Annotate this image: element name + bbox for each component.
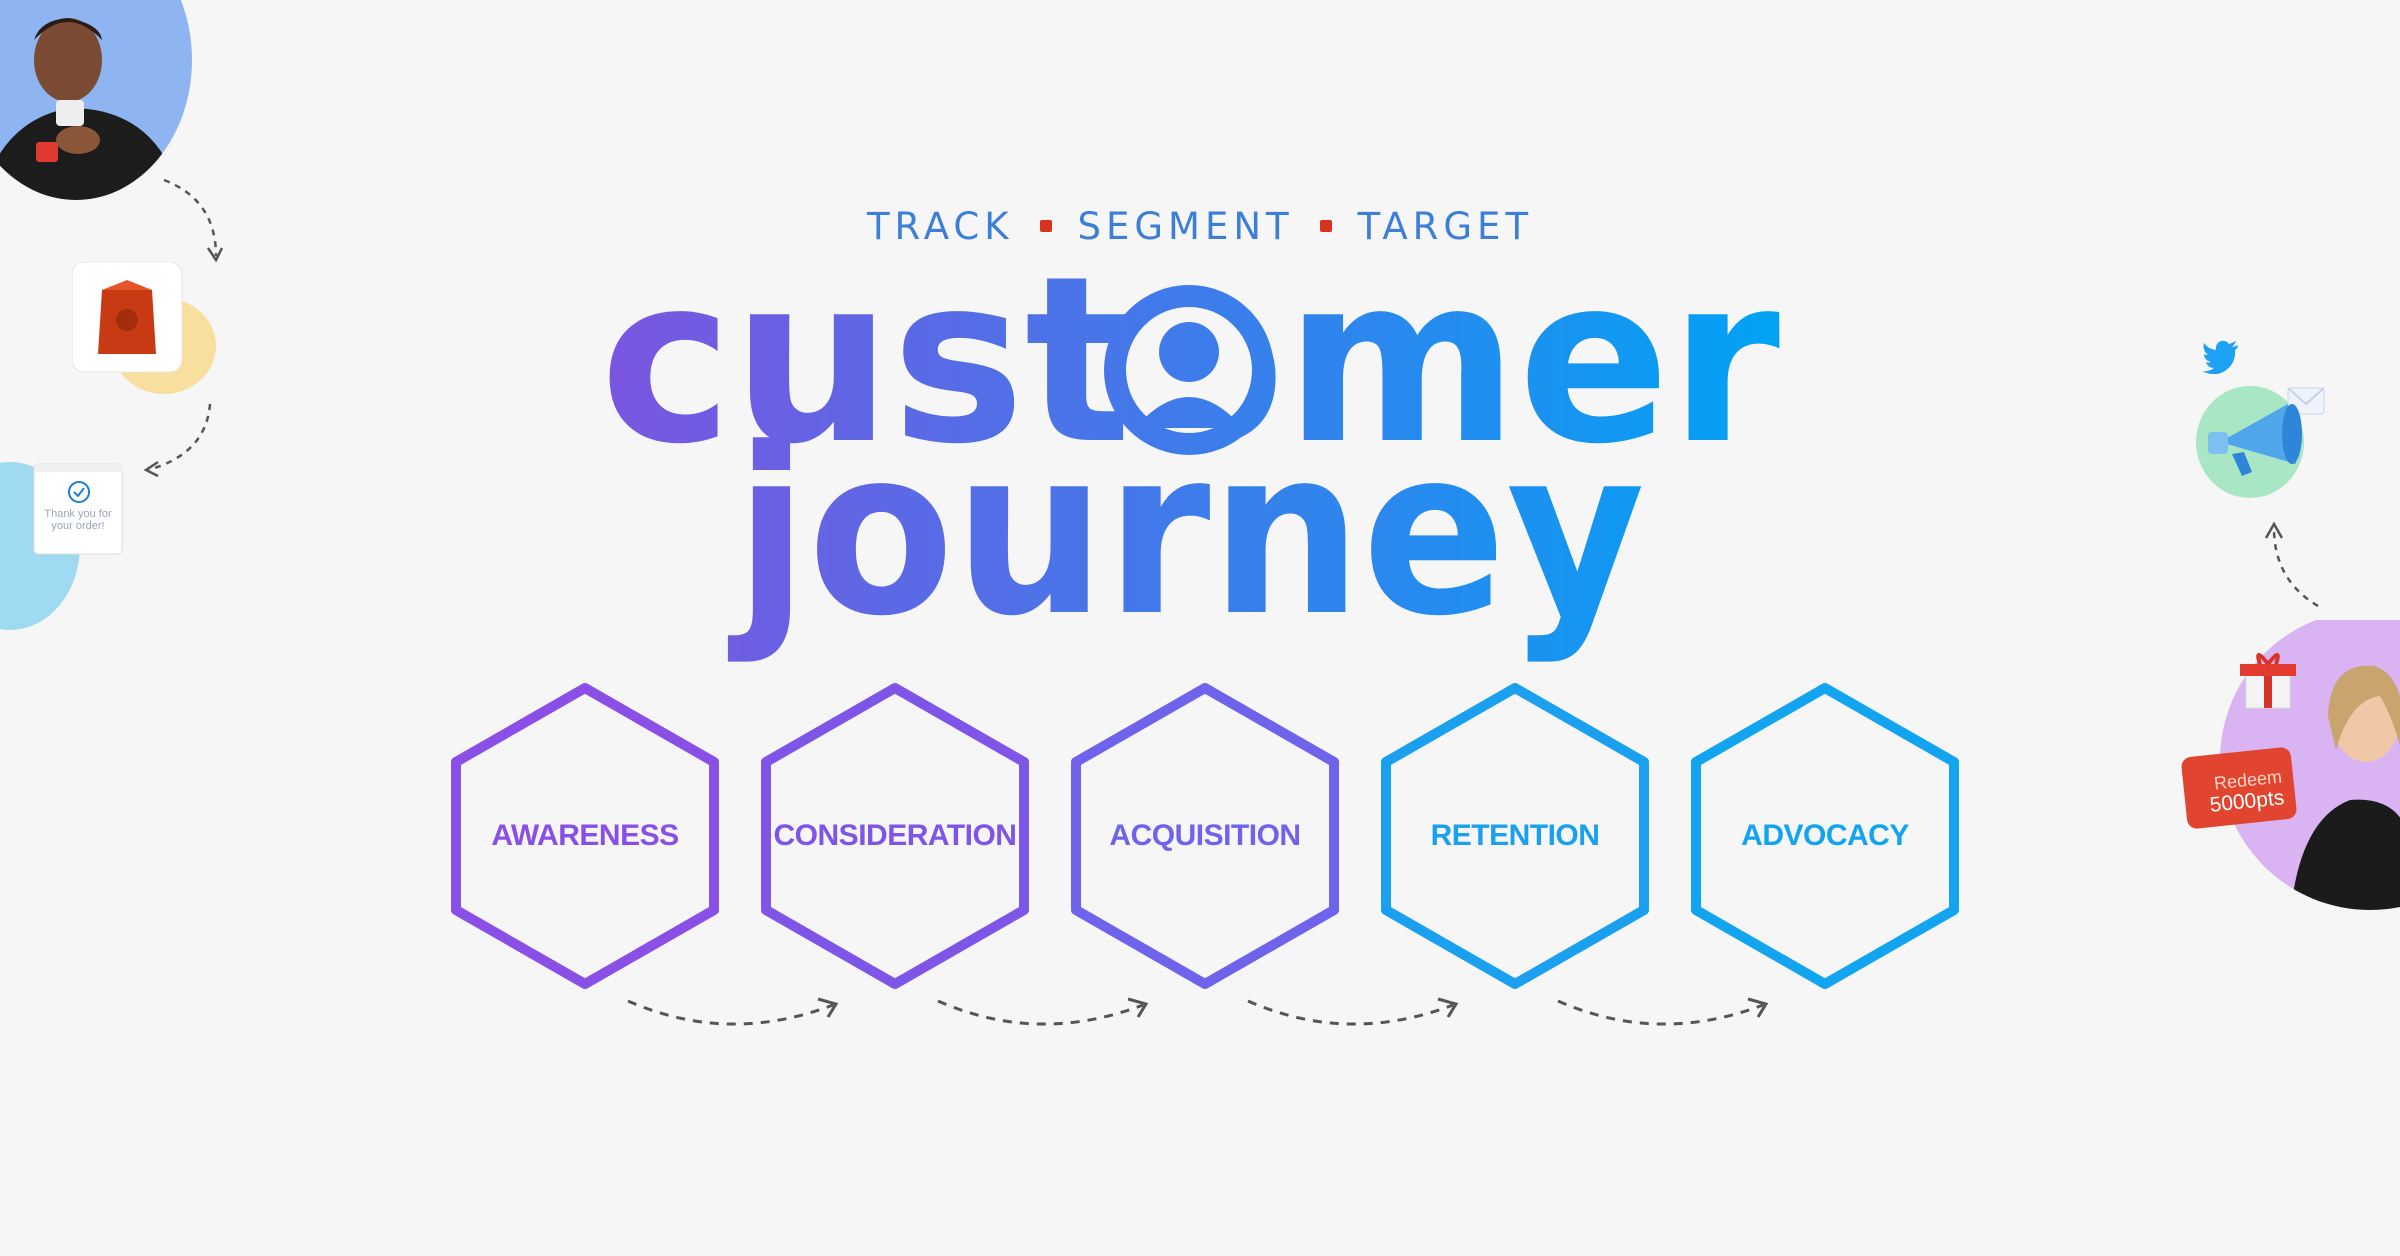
title-line-journey: journey <box>728 400 1645 667</box>
tagline-separator <box>1039 220 1052 232</box>
tagline: TRACK SEGMENT TARGET <box>0 198 2400 254</box>
dashed-arrow-curve <box>143 403 212 478</box>
megaphone-decoration <box>2192 372 2342 512</box>
man-with-phone-photo <box>0 0 192 202</box>
dashed-arrow-curve <box>163 178 224 263</box>
stage-label: ADVOCACY <box>1741 819 1909 852</box>
gift-box-icon <box>2240 653 2296 709</box>
woman-with-voucher-photo: Redeem 5000pts <box>2180 620 2400 920</box>
megaphone-icon <box>2208 404 2302 476</box>
coffee-bag-card <box>71 261 217 397</box>
stage-label: ACQUISITION <box>1109 819 1301 852</box>
tagline-word-segment: SEGMENT <box>1077 204 1294 248</box>
dashed-arrow <box>937 997 1149 1026</box>
title-graphic: customer journey <box>600 240 1780 667</box>
stage-label: CONSIDERATION <box>773 819 1017 852</box>
envelope-icon <box>2287 387 2325 415</box>
stage-hexagon-awareness: AWARENESS <box>448 680 722 992</box>
stage-hexagon-acquisition: ACQUISITION <box>1068 680 1342 992</box>
stage-row: AWARENESS CONSIDERATION ACQUISITION RETENTI… <box>0 680 2400 1000</box>
tagline-word-track: TRACK <box>866 204 1014 248</box>
order-card-text: Thank you for your order! <box>44 508 112 532</box>
dashed-arrow <box>1247 997 1459 1026</box>
stage-label: RETENTION <box>1430 819 1600 852</box>
twitter-bird-icon <box>2202 340 2238 374</box>
tagline-separator <box>1319 220 1332 232</box>
stage-arrows <box>627 997 1769 1026</box>
dashed-arrow <box>1557 997 1769 1026</box>
dashed-arrow-curve <box>2264 521 2319 608</box>
dashed-arrow <box>627 997 839 1026</box>
stage-hexagon-advocacy: ADVOCACY <box>1688 680 1962 992</box>
user-icon <box>1104 285 1274 455</box>
tagline-word-target: TARGET <box>1357 204 1534 248</box>
stage-label: AWARENESS <box>491 819 679 852</box>
order-confirmation-card: Thank you for your order! <box>0 460 130 630</box>
stage-hexagon-retention: RETENTION <box>1378 680 1652 992</box>
checkmark-icon <box>68 481 90 503</box>
coffee-bag-icon <box>98 280 156 354</box>
stage-hexagon-consideration: CONSIDERATION <box>758 680 1032 992</box>
